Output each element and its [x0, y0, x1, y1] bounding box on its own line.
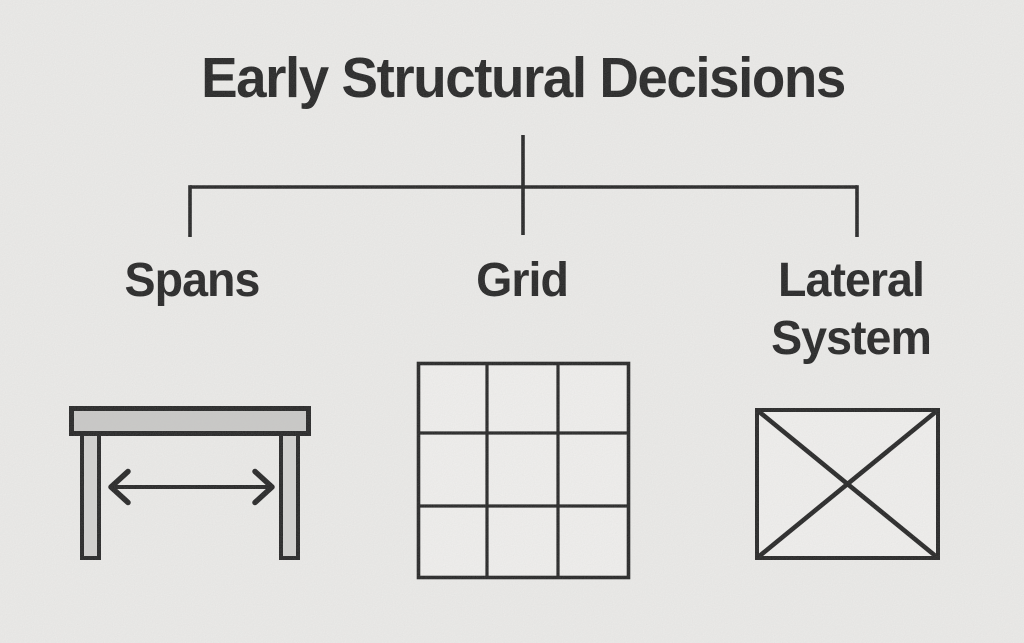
grid-3x3-icon — [416, 361, 631, 580]
table-leg-left — [80, 428, 101, 560]
span-arrow-icon — [108, 468, 275, 506]
x-braced-bay-icon — [755, 408, 940, 560]
branch-label-grid: Grid — [476, 254, 569, 307]
table-beam — [69, 406, 311, 436]
branch-label-spans: Spans — [124, 254, 261, 307]
tree-connector — [188, 135, 859, 237]
table-span-icon — [69, 406, 311, 560]
table-leg-right — [279, 428, 300, 560]
grid-outline — [416, 361, 631, 580]
branch-label-lateral-system: Lateral System — [771, 254, 932, 365]
